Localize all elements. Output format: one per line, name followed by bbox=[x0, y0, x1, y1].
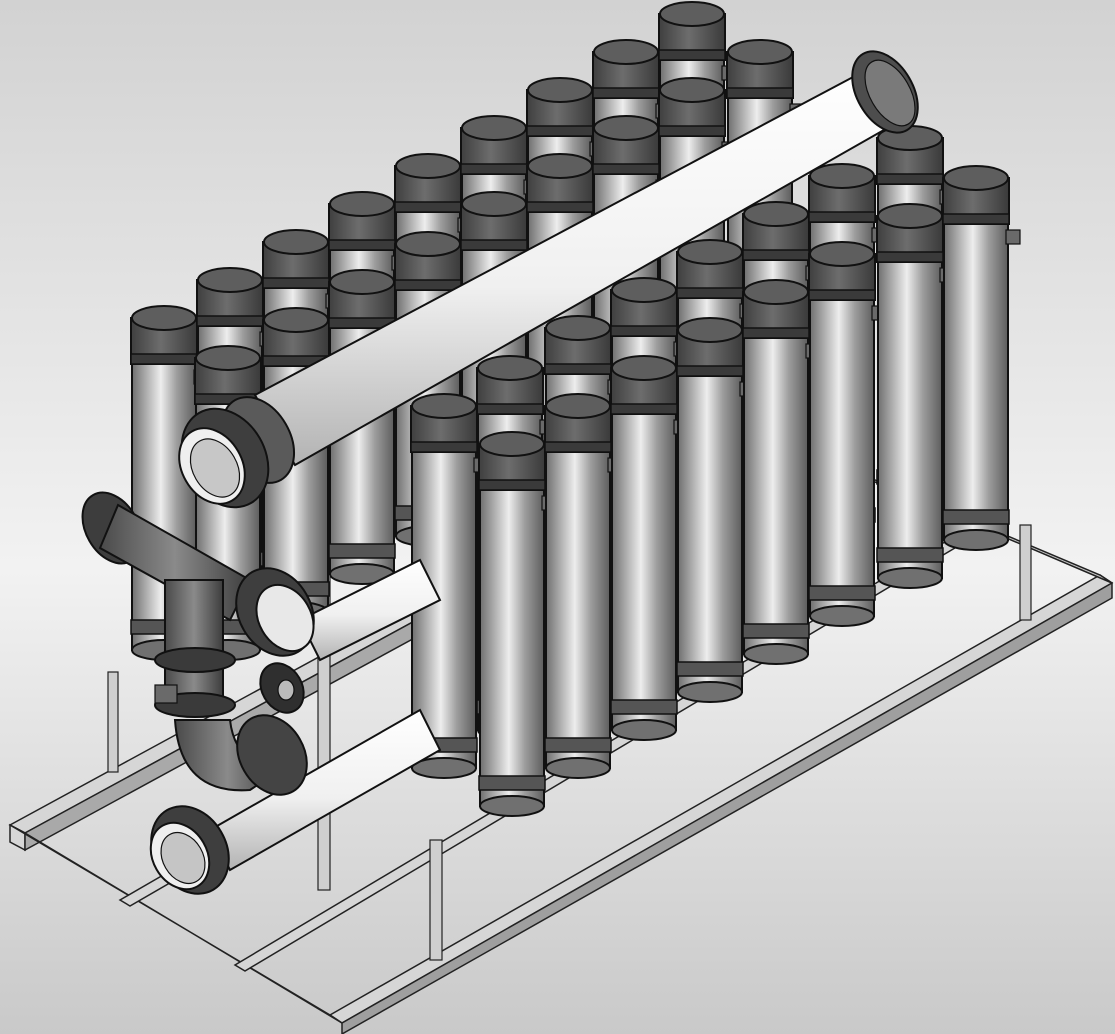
membrane-module bbox=[876, 203, 955, 589]
lower-header-pipes bbox=[149, 558, 442, 895]
membrane-module bbox=[610, 355, 689, 741]
membrane-module bbox=[478, 431, 557, 817]
membrane-module bbox=[942, 165, 1021, 551]
membrane-module bbox=[394, 231, 473, 547]
membrane-module bbox=[742, 279, 821, 665]
membrane-module bbox=[410, 393, 489, 779]
membrane-module bbox=[544, 393, 623, 779]
membrane-module bbox=[676, 317, 755, 703]
tee-and-elbow-assembly bbox=[81, 491, 315, 796]
upper-header-pipe bbox=[178, 50, 919, 509]
membrane-module bbox=[808, 241, 887, 627]
